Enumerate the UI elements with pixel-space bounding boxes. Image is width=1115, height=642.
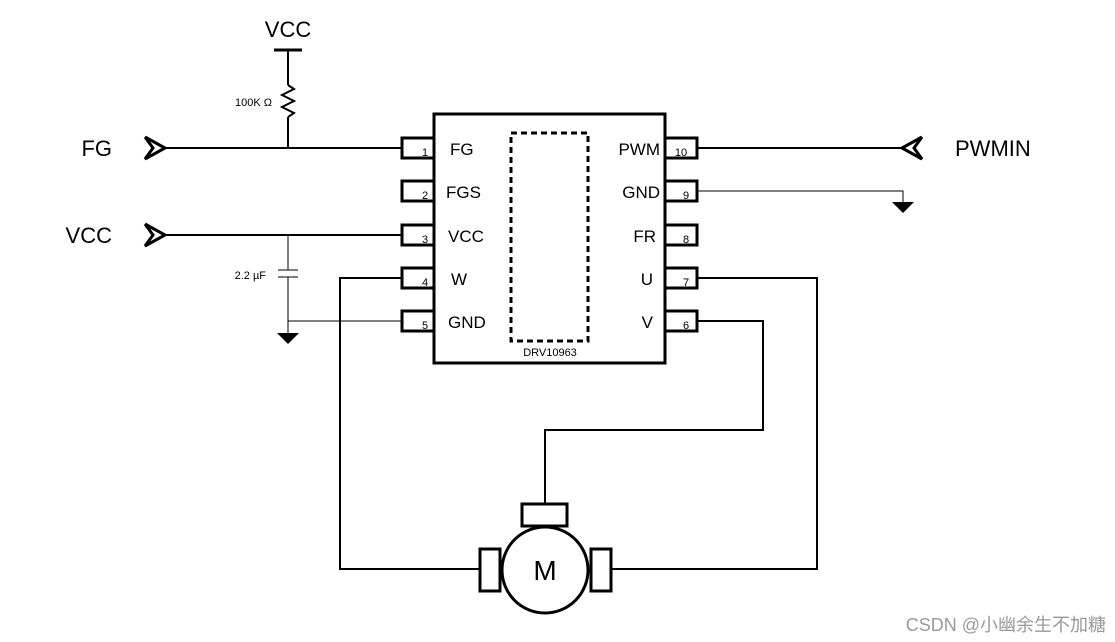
right-pin-10: 10 PWM (618, 136, 699, 160)
vcc-port-icon (143, 222, 169, 248)
pwmin-port-label: PWMIN (955, 136, 1031, 161)
pin-name: GND (448, 313, 486, 332)
motor-terminal-top (520, 502, 569, 528)
wire-v-phase (544, 320, 764, 504)
pin-name: U (641, 270, 653, 289)
left-pin-4: 4 W (400, 266, 467, 290)
right-pin-8: 8 FR (633, 223, 699, 247)
pin-number: 5 (422, 320, 428, 332)
pin-number: 6 (683, 320, 689, 332)
motor-label: M (533, 555, 556, 586)
chip-name: DRV10963 (523, 347, 577, 359)
pin-name: FG (450, 140, 474, 159)
watermark: CSDN @小幽余生不加糖 (906, 615, 1106, 635)
ground-icon-left (277, 333, 299, 344)
pin-number: 8 (683, 234, 689, 246)
left-pin-1: 1 FG (400, 136, 474, 160)
pin-number: 1 (422, 147, 428, 159)
pin-name: W (451, 270, 467, 289)
pin-name: FR (633, 227, 656, 246)
pin-name: V (642, 313, 654, 332)
pin-name: PWM (618, 140, 660, 159)
pin-number: 4 (422, 277, 428, 289)
thermal-pad (509, 131, 590, 343)
right-pin-7: 7 U (641, 266, 699, 290)
wire-w-phase (339, 277, 480, 570)
fg-port-label: FG (81, 136, 112, 161)
pin-number: 3 (422, 234, 428, 246)
left-pin-5: 5 GND (400, 309, 486, 333)
left-pin-3: 3 VCC (400, 223, 484, 247)
right-pin-6: 6 V (642, 309, 699, 333)
fg-port-icon (143, 135, 169, 161)
pin-name: VCC (448, 227, 484, 246)
pin-number: 9 (683, 190, 689, 202)
ground-icon-right (892, 202, 914, 213)
motor-terminal-left (478, 547, 502, 593)
motor-terminal-right (589, 547, 613, 593)
pin-number: 7 (683, 277, 689, 289)
capacitor-label: 2.2 µF (235, 270, 267, 282)
pin-number: 10 (675, 147, 687, 159)
resistor (279, 84, 297, 118)
wire-gnd-pin9 (697, 190, 904, 202)
wire-u-phase (611, 277, 818, 570)
vcc-port-label: VCC (66, 223, 113, 248)
left-pin-2: 2 FGS (400, 179, 481, 203)
pin-number: 2 (422, 190, 428, 202)
pin-name: GND (622, 183, 660, 202)
resistor-label: 100K Ω (235, 97, 272, 109)
pwmin-port-icon (898, 135, 924, 161)
right-pin-9: 9 GND (622, 179, 699, 203)
supply-label: VCC (265, 17, 312, 42)
pin-name: FGS (446, 183, 481, 202)
